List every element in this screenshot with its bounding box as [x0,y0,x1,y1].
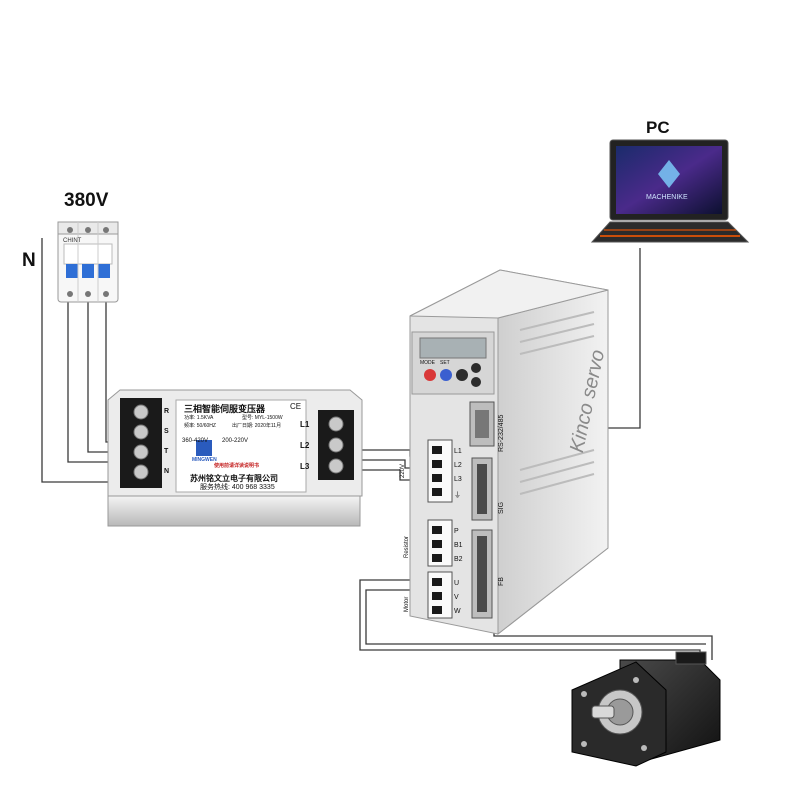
mode-button[interactable] [424,369,436,381]
motor-label: Motor [404,597,410,612]
resistor-label: Resistor [404,536,410,558]
pc-label: PC [646,118,670,138]
up-button[interactable] [471,363,481,373]
drive-w: W [454,608,461,615]
drive-b2: B2 [454,556,463,563]
laptop-pc [592,140,748,242]
transformer-power: 功率: 1.5KVA [184,414,213,421]
motor-shaft [592,706,614,718]
terminal-n: N [164,468,169,475]
drive-b1: B1 [454,542,463,549]
drive-u: U [454,580,459,587]
transformer-date: 出厂日期: 2020年11月 [232,422,281,429]
set-button[interactable] [440,369,452,381]
drive-l1: L1 [454,448,462,455]
motor-connectors [676,652,706,664]
ce-mark: CE [290,402,301,411]
terminal-l1: L1 [300,420,309,429]
breaker-brand: CHINT [63,238,82,244]
transformer-warning: 使用前请详读说明书 [214,462,259,469]
terminal-l3: L3 [300,462,309,471]
led-display [420,338,486,358]
terminal-t: T [164,448,168,455]
comm-port-label: RS-232/485 [498,415,505,452]
wire-s [88,300,108,452]
voltage-label: 380V [64,190,108,212]
drive-ground: ⏚ [454,490,461,500]
drive-p: P [454,528,459,535]
output-voltage: 200-220V [222,438,248,444]
drive-l2: L2 [454,462,462,469]
mode-label: MODE [420,360,435,366]
terminal-s: S [164,428,169,435]
drive-l3: L3 [454,476,462,483]
circuit-breaker: CHINT [58,222,118,302]
terminal-r: R [164,408,169,415]
transformer-model: 型号: MYL-1500W [242,414,283,421]
drive-v: V [454,594,459,601]
input-voltage: 360-420V [182,438,208,444]
left-button[interactable] [456,369,468,381]
set-label: SET [440,360,450,366]
transformer-hotline: 服务热线: 400 968 3335 [200,482,275,492]
transformer-frequency: 频率: 50/60HZ [184,422,216,429]
neutral-label: N [22,250,36,272]
laptop-keyboard [592,222,748,242]
fb-port-label: FB [498,577,505,586]
sig-port-label: SIG [498,502,505,514]
down-button[interactable] [471,377,481,387]
servo-motor [572,652,720,766]
laptop-logo: MACHENIKE [646,194,688,201]
power-label: 220V [400,464,406,478]
terminal-l2: L2 [300,441,309,450]
